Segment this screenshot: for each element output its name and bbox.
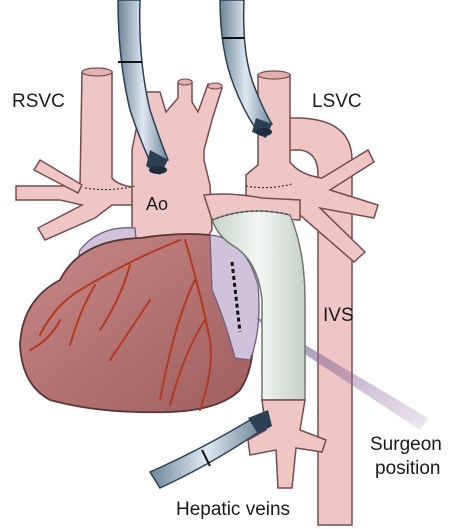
cannula-top-right: [220, 0, 272, 138]
hepatic-veins: [248, 400, 326, 488]
hepatic-veins-label: Hepatic veins: [176, 499, 290, 521]
lsvc-label: LSVC: [312, 91, 362, 113]
surgeon-position-label-line2: position: [375, 458, 441, 480]
ao-label: Ao: [146, 193, 168, 215]
surgeon-position-label-line1: Surgeon: [370, 434, 442, 456]
rsvc-label: RSVC: [12, 91, 65, 113]
ivs-label: IVS: [323, 305, 354, 327]
